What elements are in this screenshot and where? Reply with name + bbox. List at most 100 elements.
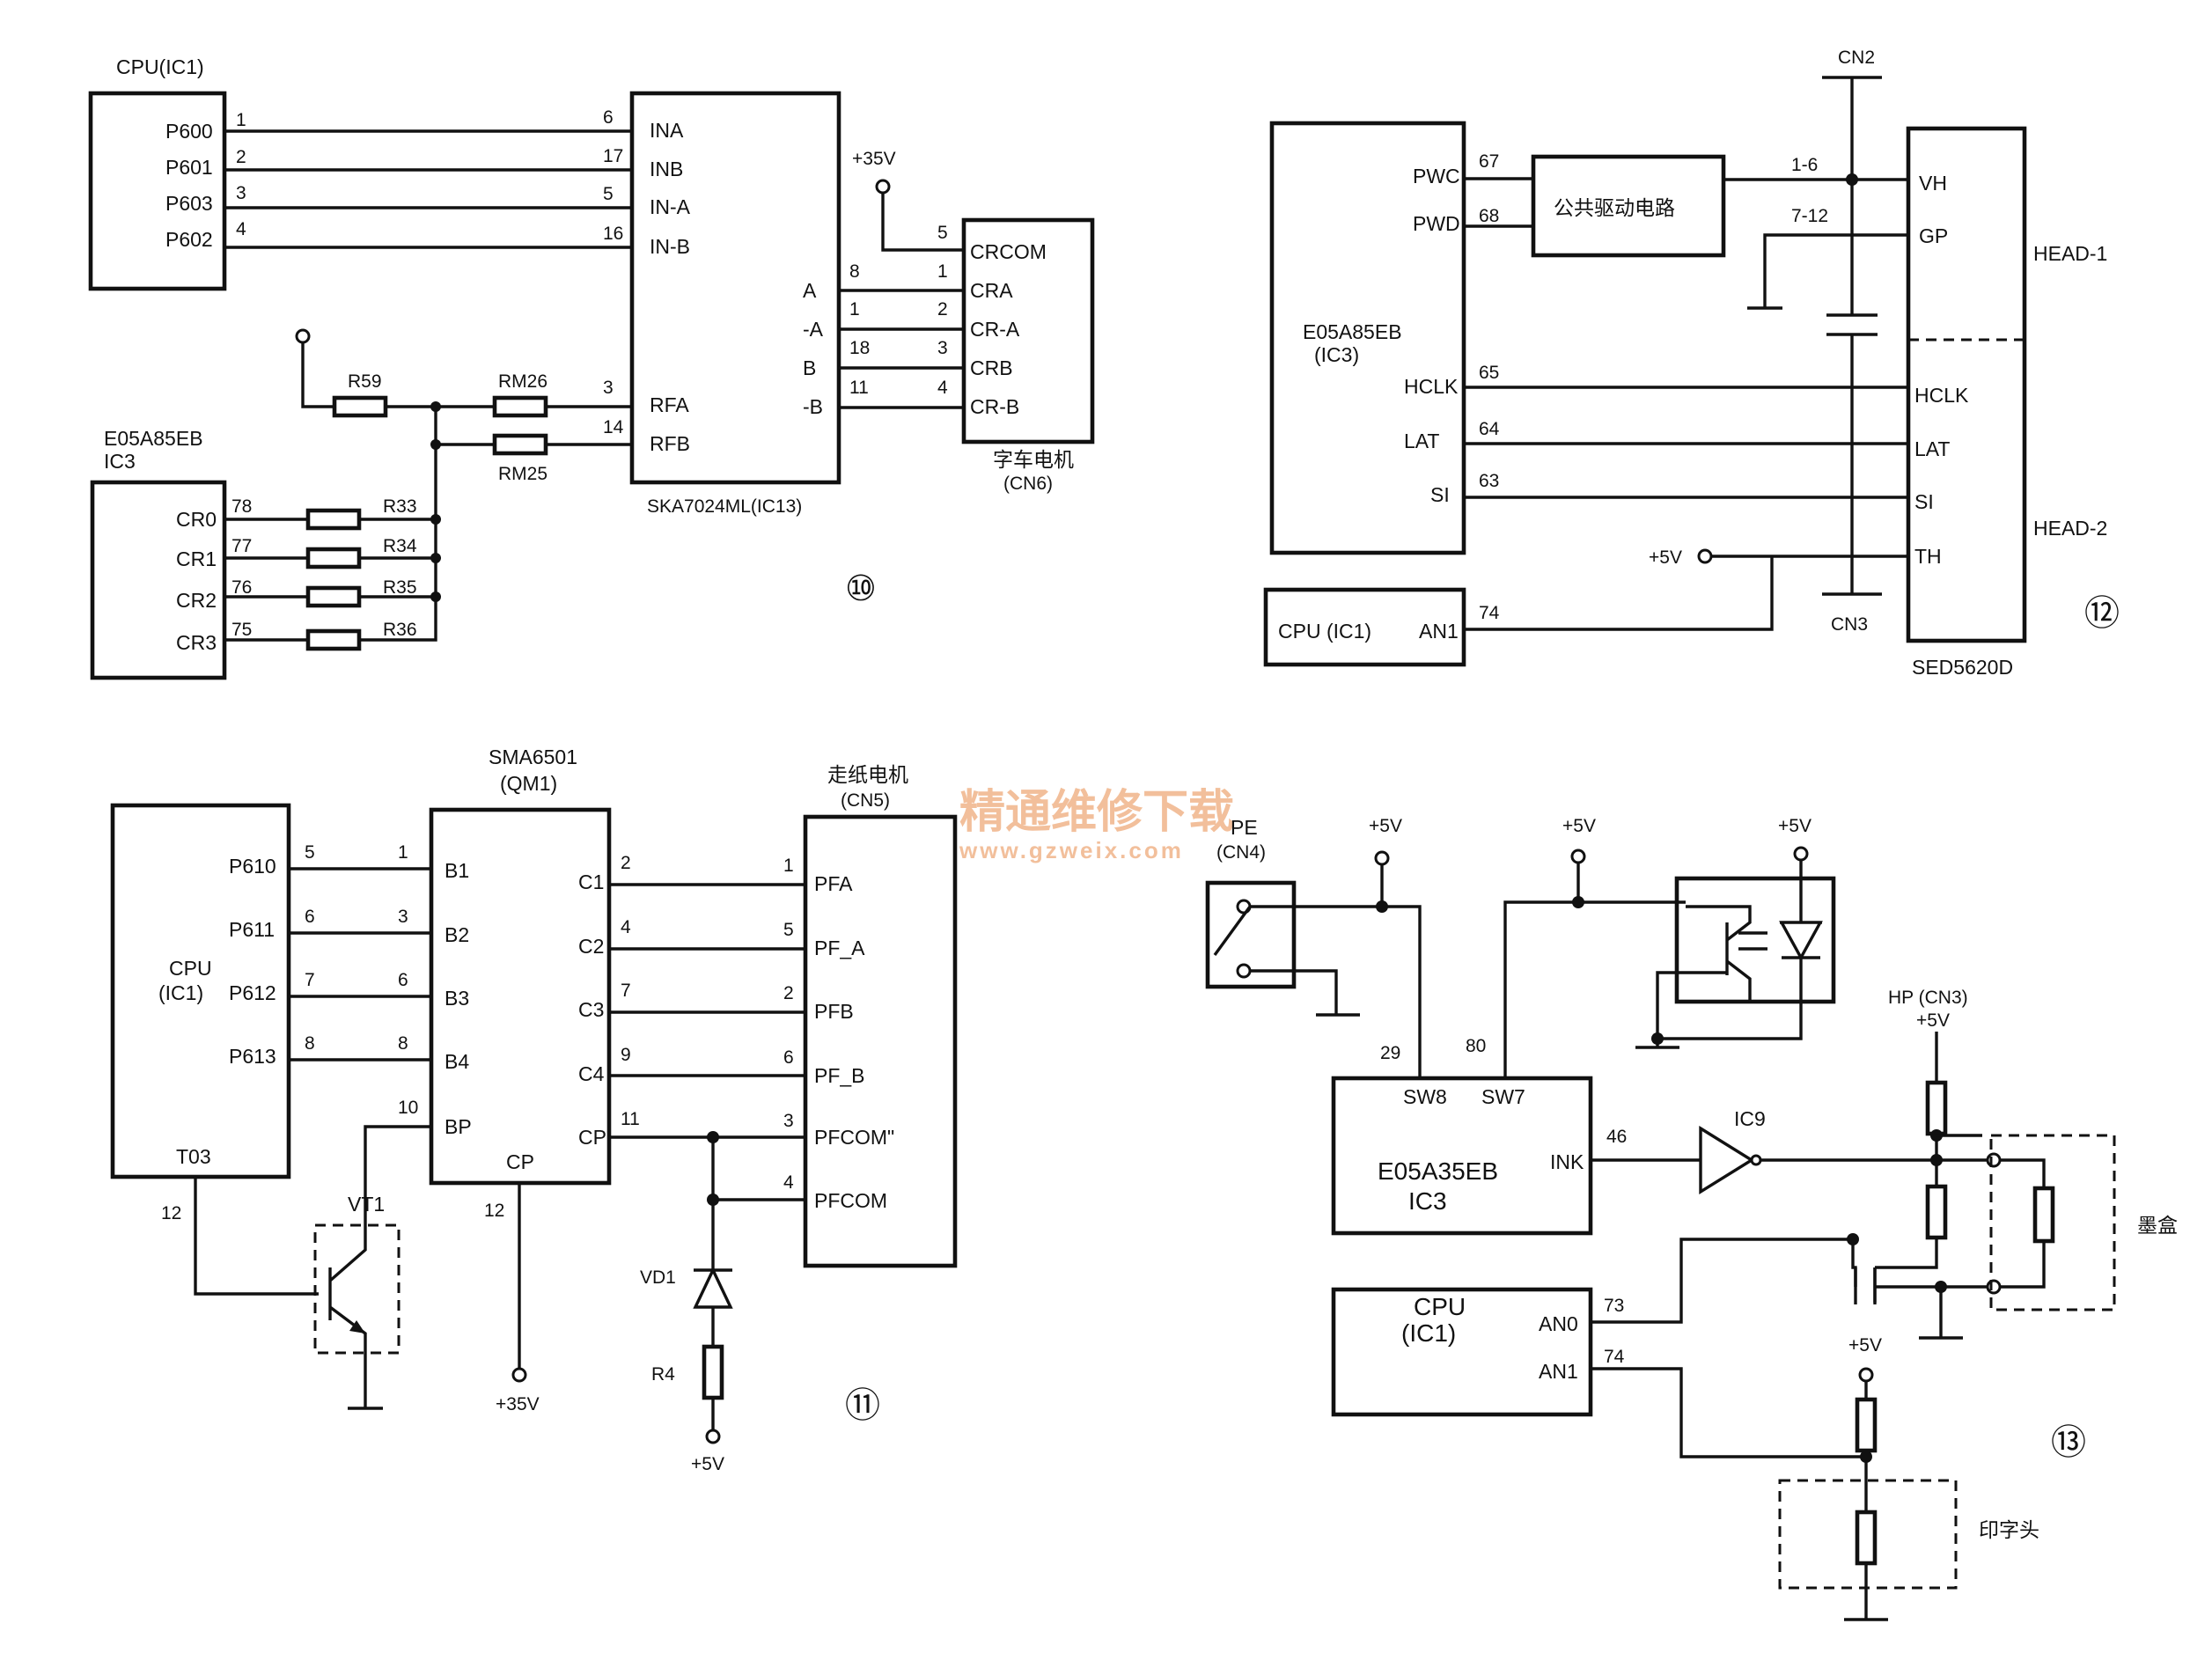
d10-motor-box [961,217,1095,444]
d10-drv-onum-18: 18 [849,338,870,358]
d10-motor-cra: CRA [970,279,1013,302]
d10-r33-label: R33 [383,496,417,517]
d11-qm-num-12: 12 [484,1201,504,1221]
d11-qm-num-8: 8 [398,1033,408,1054]
d12-head-chip: SED5620D [1912,656,2013,679]
d11-mot-num-6: 6 [783,1047,794,1068]
d12-th-wire [1464,555,1908,631]
d11-qm-b2: B2 [445,923,469,946]
d13-mohe-box [1989,1134,2116,1311]
d11-out-num-11: 11 [621,1109,640,1129]
d11-v5-label: +5V [691,1454,724,1474]
d11-qm-cp-bottom: CP [506,1150,534,1173]
d13-optocoupler-box [1674,876,1836,1004]
d10-ic3-title-2: IC3 [104,450,136,473]
d11-cpu-num-5: 5 [305,842,315,863]
d10-r36 [305,628,362,651]
d13-number: ⑬ [2051,1423,2086,1462]
d10-ic3-title-1: E05A85EB [104,427,203,450]
d11-motor-pfb: PFB [814,1000,854,1023]
d11-qm-b1: B1 [445,859,469,882]
d10-r36-label: R36 [383,620,417,640]
d10-driver-inputs: 6 17 5 16 INA INB IN-A IN-B 3 14 RFA RFB [603,107,691,455]
d13-pe-switch [1213,905,1382,1017]
d13-num-73: 73 [1604,1296,1624,1316]
d13-cpu-an1: AN1 [1539,1360,1578,1383]
d13-mohe-contact [1986,1152,2002,1168]
d11-cpu-num-8: 8 [305,1033,315,1054]
diagram-12: PWC PWD E05A85EB (IC3) HCLK LAT SI 67 68… [1263,48,2120,679]
d10-r33 [305,508,362,531]
d10-ic3-num-75: 75 [231,620,252,640]
d10-drv-out-b: B [803,356,816,379]
d11-motor-pfcom2: PFCOM" [814,1126,894,1149]
d11-junction [707,1194,719,1206]
d13-junction [1651,1032,1664,1045]
d11-t03-num: 12 [161,1203,181,1223]
d10-drv-in-a: IN-A [650,195,691,218]
d11-out-num-7: 7 [621,981,631,1001]
d10-drv-num-16: 16 [603,224,623,244]
d12-num-67: 67 [1479,151,1499,172]
d10-cpu-pins: P600 P601 P603 P602 1 2 3 4 [165,110,246,251]
d13-an1-wire [1591,1367,1866,1458]
d10-ic3-num-77: 77 [231,536,252,556]
d13-junction [1930,1154,1943,1166]
d11-motor-sub: (CN5) [841,790,890,811]
d10-r35 [305,585,362,608]
d13-num-46: 46 [1606,1127,1627,1147]
d10-motor-crcom: CRCOM [970,240,1047,263]
d12-head-si: SI [1914,490,1934,513]
d10-motor-num-1: 1 [937,261,948,282]
d13-head-label: 印字头 [1979,1518,2039,1541]
d10-drv-num-6: 6 [603,107,614,128]
d11-junction [707,1131,719,1143]
d12-capacitor [1826,313,1878,336]
d13-v5-b-terminal [1570,849,1586,864]
watermark-title: 精通维修下载 [959,787,1234,838]
d13-ic3-line2: IC3 [1408,1187,1447,1215]
d12-pin-pwc: PWC [1413,165,1460,187]
d13-ic3-box [1331,1076,1593,1236]
d12-driver-box [1531,154,1726,258]
d10-cpu-pin-p603: P603 [165,192,213,215]
d10-cpu-bus [224,129,632,249]
d11-v35-label: +35V [496,1394,540,1414]
d11-qm-title-2: (QM1) [500,772,557,795]
watermark-url: www.gzweix.com [959,837,1184,863]
d11-motor-title: 走纸电机 [827,763,908,786]
d12-num-68: 68 [1479,206,1499,226]
d10-drv-num-14: 14 [603,417,624,437]
d11-qm-num-1: 1 [398,842,408,863]
d13-hp-r-top [1925,1080,1948,1136]
d11-bp-wire [364,1125,431,1237]
d12-ic-title-2: (IC3) [1314,343,1359,366]
d12-driver-label: 公共驱动电路 [1554,196,1675,219]
d10-junction [430,401,441,412]
d13-pe-label: PE [1231,816,1258,839]
d12-cpu-an1: AN1 [1419,620,1459,643]
d11-r4-label: R4 [651,1364,675,1385]
d10-drv-rfa: RFA [650,393,689,416]
d10-junction [430,439,441,450]
d11-out-bus [609,883,805,1139]
d10-motor-sub: (CN6) [1003,474,1053,494]
d10-cpu-pin-p601: P601 [165,156,213,179]
d10-rm26-label: RM26 [498,371,547,392]
d13-mohe-wire [2000,1158,2046,1289]
d11-out-num-2: 2 [621,853,631,873]
d13-mohe-label: 墨盒 [2137,1214,2178,1237]
d13-ic9-label: IC9 [1734,1107,1766,1130]
d13-ic9-bubble [1750,1154,1762,1166]
d11-qm-outputs: C1 C2 C3 C4 CP 2 4 7 9 11 1 5 2 6 3 [578,853,794,1149]
d10-motor-num-4: 4 [937,378,948,398]
d13-v5-a-label: +5V [1369,816,1402,836]
d10-r59-wire-a [301,342,334,408]
d10-drv-out-nb: -B [803,395,823,418]
d10-r59-terminal [295,328,311,344]
d12-cpu-box [1263,587,1466,667]
d11-cpu-sub: (IC1) [158,981,203,1004]
d13-head-r-top [1855,1397,1878,1453]
d13-v5-a-terminal [1374,850,1390,866]
